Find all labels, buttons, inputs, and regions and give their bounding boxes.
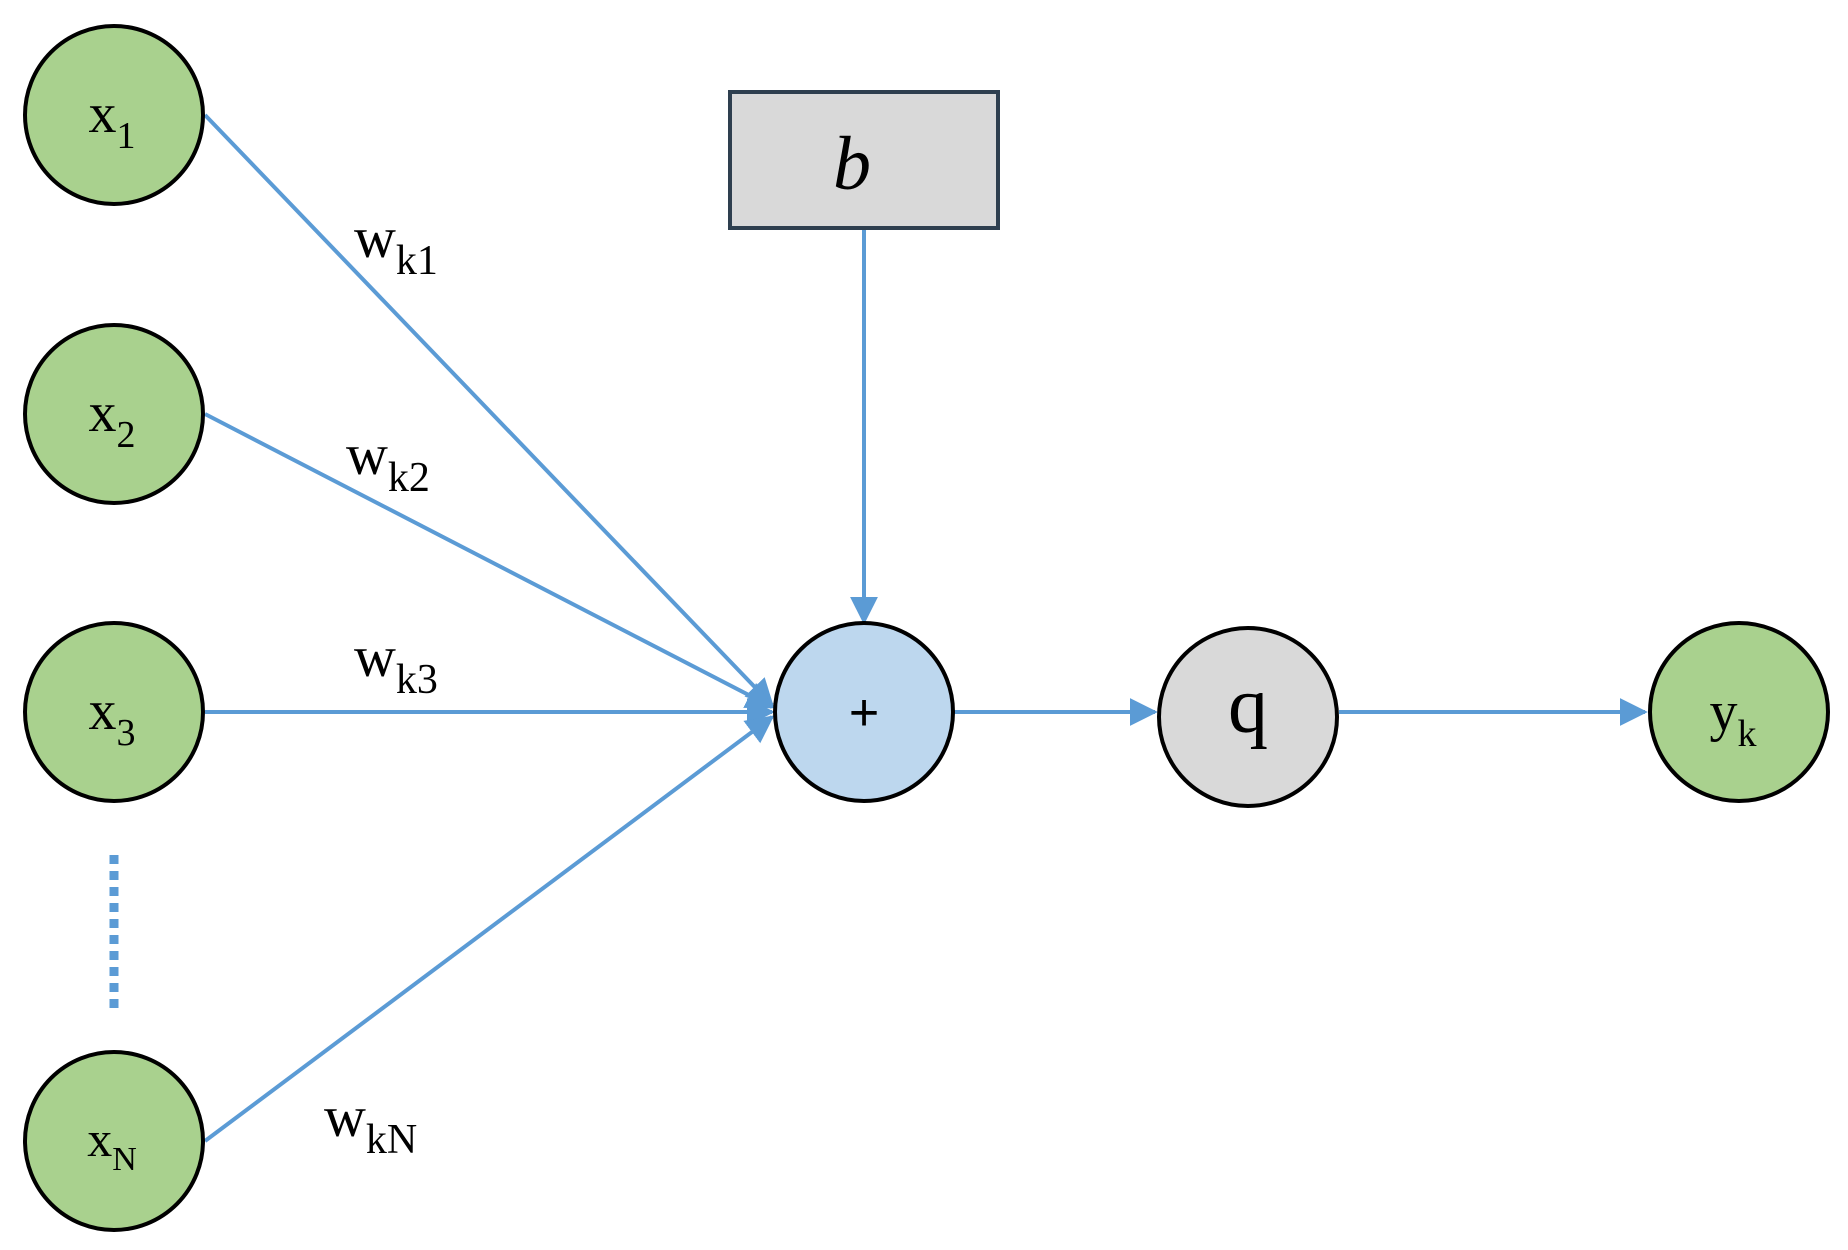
input-label-base: x — [89, 83, 117, 145]
input-node-xN: xN — [23, 1050, 205, 1232]
weight-label-wkN: wkN — [324, 1084, 417, 1163]
input-label-sub: 3 — [117, 712, 136, 754]
weight-label-wk3: wk3 — [354, 624, 438, 703]
edge-xN-to-sum — [203, 715, 775, 1143]
output-node-yk: yk — [1648, 621, 1830, 803]
svg-text:x1: x1 — [89, 83, 136, 157]
svg-text:yk: yk — [1710, 681, 1757, 755]
weight-label-wk1: wk1 — [354, 205, 438, 284]
weight-label-wk2: wk2 — [346, 422, 430, 501]
activation-node: q — [1157, 626, 1339, 808]
sum-label: + — [849, 684, 879, 742]
svg-text:xN: xN — [87, 1111, 137, 1178]
output-label-sub: k — [1738, 713, 1757, 755]
input-node-x2: x2 — [23, 323, 205, 505]
svg-text:x2: x2 — [89, 382, 136, 456]
input-node-x1: x1 — [23, 24, 205, 206]
bias-label: b — [833, 122, 871, 206]
input-label-sub: 1 — [117, 115, 136, 157]
input-node-x3: x3 — [23, 621, 205, 803]
input-label-base: x — [87, 1111, 112, 1167]
input-label-base: x — [89, 382, 117, 444]
edge-x2-to-sum — [204, 412, 775, 709]
output-label-base: y — [1710, 681, 1738, 743]
svg-text:x3: x3 — [89, 680, 136, 754]
activation-label: q — [1228, 662, 1268, 750]
input-label-sub: 2 — [117, 414, 136, 456]
sum-node: + — [773, 621, 955, 803]
input-label-sub: N — [112, 1141, 137, 1178]
bias-box: b — [728, 90, 1000, 230]
input-label-base: x — [89, 680, 117, 742]
edge-x1-to-sum — [203, 113, 774, 708]
